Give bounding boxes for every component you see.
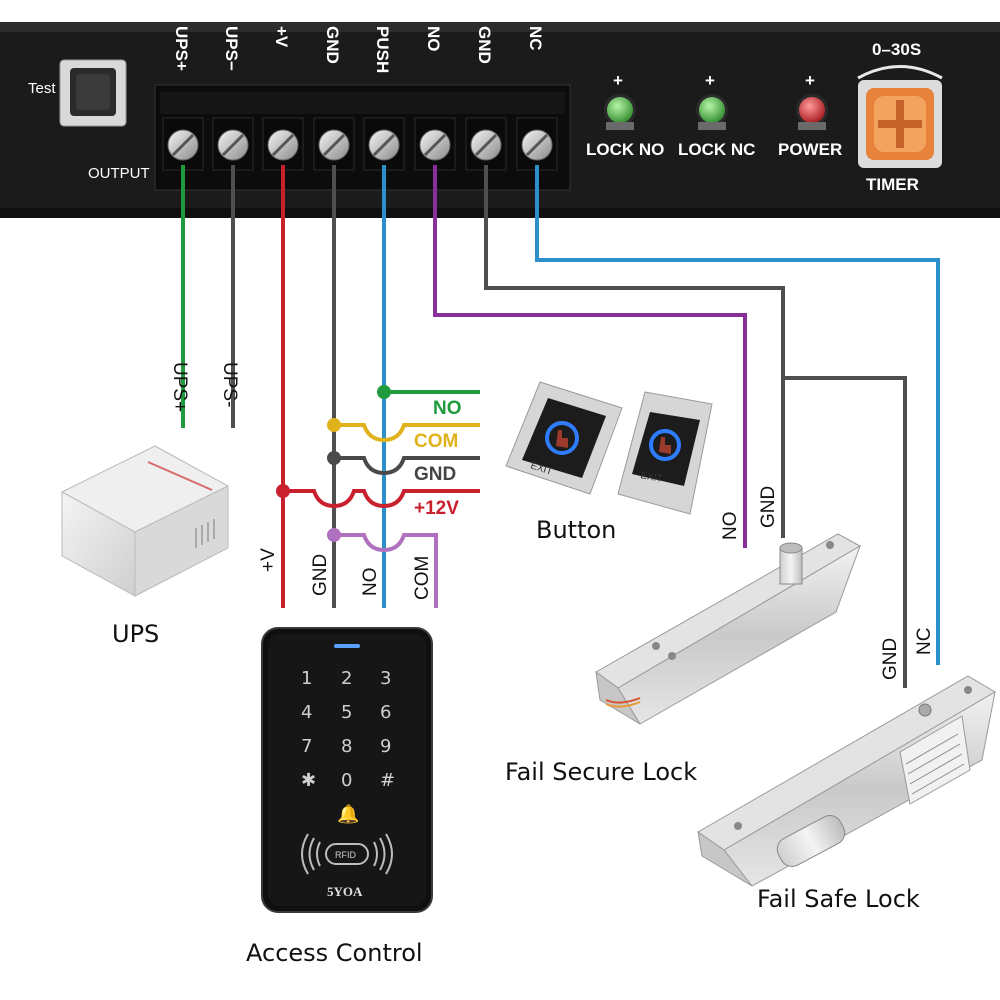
wire-label-safe-nc: NC <box>914 628 935 655</box>
junction-dots <box>276 385 391 542</box>
terminal-label: GND <box>475 26 494 64</box>
terminal-label: UPS− <box>222 26 241 71</box>
terminal-screw[interactable] <box>363 117 405 171</box>
wire-nc <box>535 165 940 665</box>
keypad-key[interactable]: 7 <box>301 736 312 757</box>
bus-label-no: NO <box>433 398 462 419</box>
terminal-label: +V <box>272 26 291 48</box>
terminal-screw[interactable] <box>262 117 304 171</box>
terminal-label: UPS+ <box>172 26 191 71</box>
wire-label-safe-gnd: GND <box>880 638 901 680</box>
bus-label-com: COM <box>414 431 458 452</box>
fail-secure-lock <box>595 533 862 725</box>
wire-lock-gnd <box>484 165 785 538</box>
wire-label-keypad-gnd: GND <box>310 554 331 596</box>
caption-access-control: Access Control <box>246 939 423 967</box>
led-label: LOCK NO <box>586 140 664 159</box>
exit-label-right: EXIT <box>639 470 663 485</box>
keypad-key[interactable]: 5 <box>341 702 352 723</box>
timer-range: 0–30S <box>872 40 921 59</box>
wire-lock-no <box>433 165 747 548</box>
terminal-label: NO <box>424 26 443 52</box>
access-control-keypad: 1 2 3 4 5 6 7 8 9 ✱ 0 # 🔔 RFID 5YOA <box>261 627 433 913</box>
brand-logo: 5YOA <box>327 884 363 899</box>
keypad-key[interactable]: 9 <box>380 736 391 757</box>
keypad-key[interactable]: 1 <box>301 668 312 689</box>
keypad-key[interactable]: 2 <box>341 668 352 689</box>
terminal-label: NC <box>526 26 545 51</box>
led-plus: + <box>705 71 715 90</box>
terminal-screw[interactable] <box>414 117 456 171</box>
wires <box>181 165 940 688</box>
terminal-screw[interactable] <box>162 117 204 171</box>
led-plus: + <box>805 71 815 90</box>
timer-potentiometer[interactable]: 0–30S TIMER <box>857 40 943 194</box>
output-label: OUTPUT <box>88 165 150 182</box>
caption-button: Button <box>536 516 616 544</box>
keypad-key[interactable]: # <box>380 770 395 791</box>
keypad-key[interactable]: 4 <box>301 702 312 723</box>
wire-keypad-com <box>334 533 438 608</box>
wire-label-lock-no: NO <box>720 512 741 541</box>
led-label: LOCK NC <box>678 140 755 159</box>
bus-12v <box>283 489 480 509</box>
keypad-key[interactable]: 8 <box>341 736 352 757</box>
bus-label-gnd: GND <box>414 464 456 485</box>
caption-fail-safe: Fail Safe Lock <box>757 885 920 913</box>
led-lock-no: + LOCK NO <box>586 71 664 159</box>
bus-com <box>334 423 480 443</box>
terminal-label: GND <box>323 26 342 64</box>
wire-safe-gnd <box>783 376 907 688</box>
wire-label-keypad-com: COM <box>412 556 433 600</box>
led-label: POWER <box>778 140 842 159</box>
terminal-screw[interactable] <box>313 117 355 171</box>
status-leds: + LOCK NO + LOCK NC + POWER <box>586 71 842 159</box>
caption-ups: UPS <box>112 620 159 648</box>
timer-label: TIMER <box>866 175 919 194</box>
terminal-screw[interactable] <box>465 117 507 171</box>
terminal-labels: UPS+ UPS− +V GND PUSH NO GND NC <box>172 26 545 73</box>
led-lock-nc: + LOCK NC <box>678 71 755 159</box>
caption-fail-secure: Fail Secure Lock <box>505 758 697 786</box>
led-power: + POWER <box>778 71 842 159</box>
terminal-label: PUSH <box>373 26 392 73</box>
bus-label-12v: +12V <box>414 498 459 519</box>
keypad-key[interactable]: 3 <box>380 668 391 689</box>
terminal-screw[interactable] <box>212 117 254 171</box>
keypad-key[interactable]: ✱ <box>301 770 316 791</box>
bell-key[interactable]: 🔔 <box>337 804 359 825</box>
ups-device <box>60 445 230 597</box>
rfid-icon <box>301 833 393 875</box>
wire-label-keypad-no: NO <box>360 568 381 597</box>
terminal-screws <box>162 117 558 171</box>
wire-label-ups-minus: UPS- <box>219 362 240 407</box>
terminal-screw[interactable] <box>516 117 558 171</box>
rfid-label: RFID <box>335 850 356 860</box>
wire-label-lock-gnd: GND <box>758 486 779 528</box>
test-label: Test <box>28 80 56 97</box>
keypad-key[interactable]: 0 <box>341 770 352 791</box>
fail-safe-lock <box>697 675 996 887</box>
bus-gnd <box>334 456 480 476</box>
exit-button-left: EXIT <box>505 381 623 495</box>
test-button[interactable] <box>59 59 127 127</box>
exit-button-right: EXIT <box>617 391 713 515</box>
led-plus: + <box>613 71 623 90</box>
keypad-keys: 1 2 3 4 5 6 7 8 9 ✱ 0 # <box>301 668 395 791</box>
wire-label-keypad-v: +V <box>258 548 279 572</box>
keypad-key[interactable]: 6 <box>380 702 391 723</box>
power-controller: Test OUTPUT UPS+ UPS− +V GND PUSH NO GND NC + LO… <box>0 22 1000 218</box>
wire-label-ups-plus: UPS+ <box>169 362 190 412</box>
